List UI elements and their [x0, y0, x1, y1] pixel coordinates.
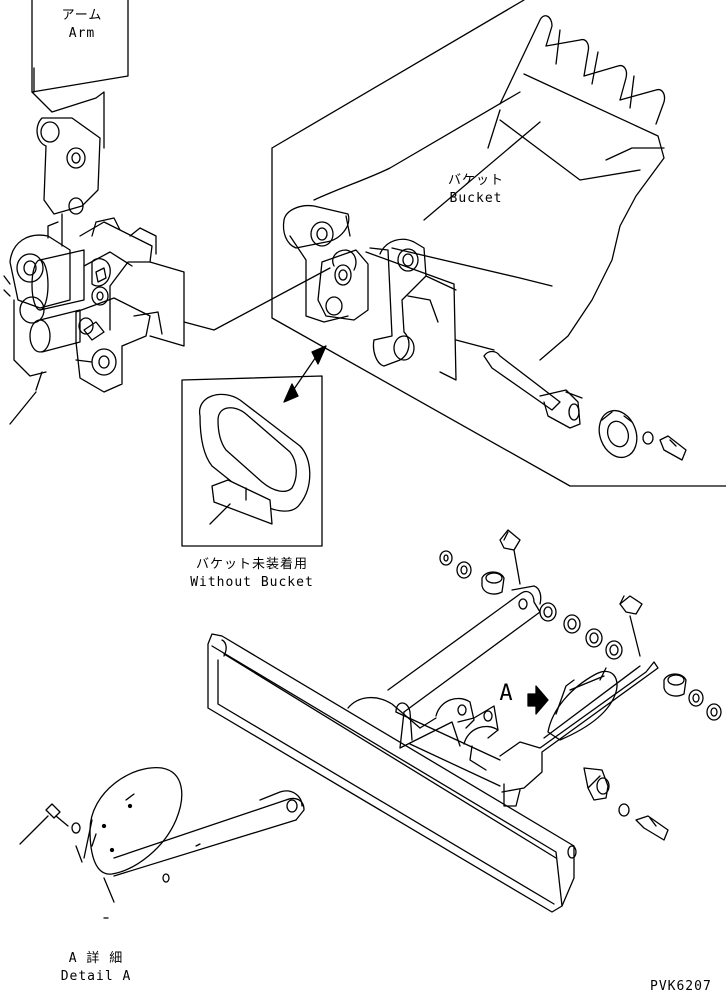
without-bucket-panel: [181, 375, 323, 547]
view-a-arrow: [527, 685, 549, 715]
bucket-label-jp: バケット: [447, 173, 504, 188]
detail-label-en: Detail A: [60, 969, 132, 984]
spacer-ring-drawing: [199, 393, 311, 525]
coupler-box-outline: [149, 261, 185, 347]
detail-a-drawing: [19, 767, 305, 919]
arm-link-bracket: [36, 117, 101, 247]
hardware-upper-right: [539, 595, 722, 721]
bucket-panel-border: [271, 0, 726, 487]
hardware-upper-left: [439, 529, 521, 595]
bucket-label-en: Bucket: [449, 191, 503, 206]
coupler-assembly: [3, 217, 163, 393]
blade-assembly: [207, 585, 669, 913]
arm-label-jp: アーム: [61, 8, 103, 23]
swap-arrow: [283, 345, 327, 403]
arm-drawing: [31, 0, 129, 149]
view-marker-a: A: [499, 681, 513, 706]
drawing-code: PVK6207: [650, 979, 712, 994]
detail-label-jp: A 詳 細: [68, 951, 124, 966]
arm-label-en: Arm: [68, 26, 96, 41]
without-bucket-label-en: Without Bucket: [190, 575, 314, 590]
bucket-drawing: [282, 15, 687, 461]
without-bucket-label-jp: バケット未装着用: [195, 557, 308, 572]
bucket-pointer-line: [183, 267, 331, 331]
coupler-leader-line: [9, 391, 37, 425]
